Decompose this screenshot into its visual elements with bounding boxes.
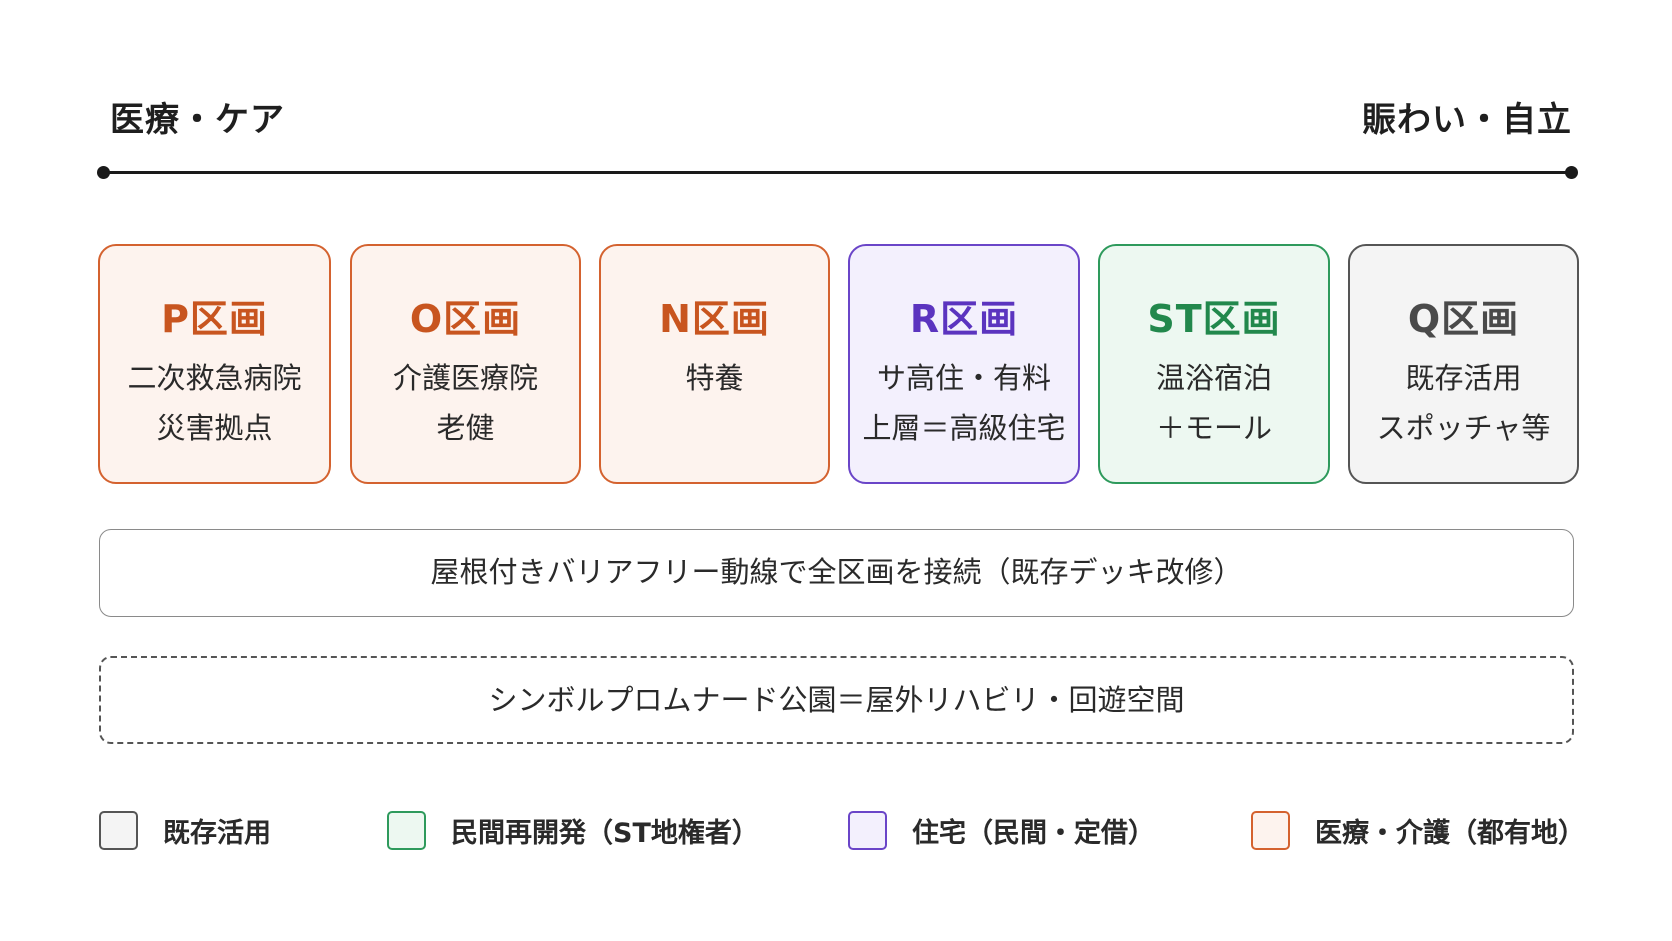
- zone-title: P区画: [161, 297, 268, 341]
- legend-label: 民間再開発（ST地権者）: [451, 817, 759, 849]
- zone-line: 介護医療院: [392, 361, 538, 395]
- legend-item-existing: 既存活用: [99, 808, 271, 852]
- zone-line: 老健: [436, 411, 495, 445]
- zone-p: P区画 二次救急病院 災害拠点: [98, 244, 331, 484]
- zone-q: Q区画 既存活用 スポッチャ等: [1348, 244, 1579, 484]
- legend-label: 既存活用: [163, 817, 271, 849]
- legend-swatch: [848, 810, 887, 850]
- zone-line: 二次救急病院: [127, 361, 302, 395]
- legend-label: 住宅（民間・定借）: [912, 817, 1155, 849]
- zone-line: 特養: [685, 361, 744, 395]
- legend-item-housing: 住宅（民間・定借）: [848, 808, 1155, 852]
- promenade-bar: シンボルプロムナード公園＝屋外リハビリ・回遊空間: [99, 656, 1574, 744]
- zone-line: 上層＝高級住宅: [862, 411, 1066, 445]
- zone-r: R区画 サ高住・有料 上層＝高級住宅: [848, 244, 1080, 484]
- legend-item-private: 民間再開発（ST地権者）: [387, 808, 759, 852]
- axis-right-dot: [1565, 166, 1578, 179]
- legend-swatch: [1251, 810, 1290, 850]
- axis-right-label: 賑わい・自立: [1362, 100, 1572, 140]
- zone-line: 災害拠点: [156, 411, 273, 445]
- zone-title: R区画: [909, 297, 1019, 341]
- zone-line: スポッチャ等: [1376, 411, 1551, 445]
- zone-title: O区画: [409, 297, 522, 341]
- axis-left-dot: [97, 166, 110, 179]
- legend-swatch: [99, 810, 138, 850]
- zone-title: Q区画: [1407, 297, 1520, 341]
- legend-item-medical: 医療・介護（都有地）: [1251, 808, 1585, 852]
- zone-o: O区画 介護医療院 老健: [350, 244, 581, 484]
- deck-connection-bar: 屋根付きバリアフリー動線で全区画を接続（既存デッキ改修）: [99, 529, 1574, 617]
- zone-line: 既存活用: [1405, 361, 1522, 395]
- zone-title: N区画: [659, 297, 770, 341]
- zone-title: ST区画: [1147, 297, 1281, 341]
- zone-line: ＋モール: [1155, 411, 1272, 445]
- legend-label: 医療・介護（都有地）: [1315, 817, 1585, 849]
- legend-swatch: [387, 810, 426, 850]
- axis-line: [103, 171, 1573, 174]
- zone-line: サ高住・有料: [876, 361, 1051, 395]
- axis-left-label: 医療・ケア: [110, 100, 285, 140]
- zone-st: ST区画 温浴宿泊 ＋モール: [1098, 244, 1330, 484]
- zone-n: N区画 特養: [599, 244, 830, 484]
- zone-line: 温浴宿泊: [1155, 361, 1272, 395]
